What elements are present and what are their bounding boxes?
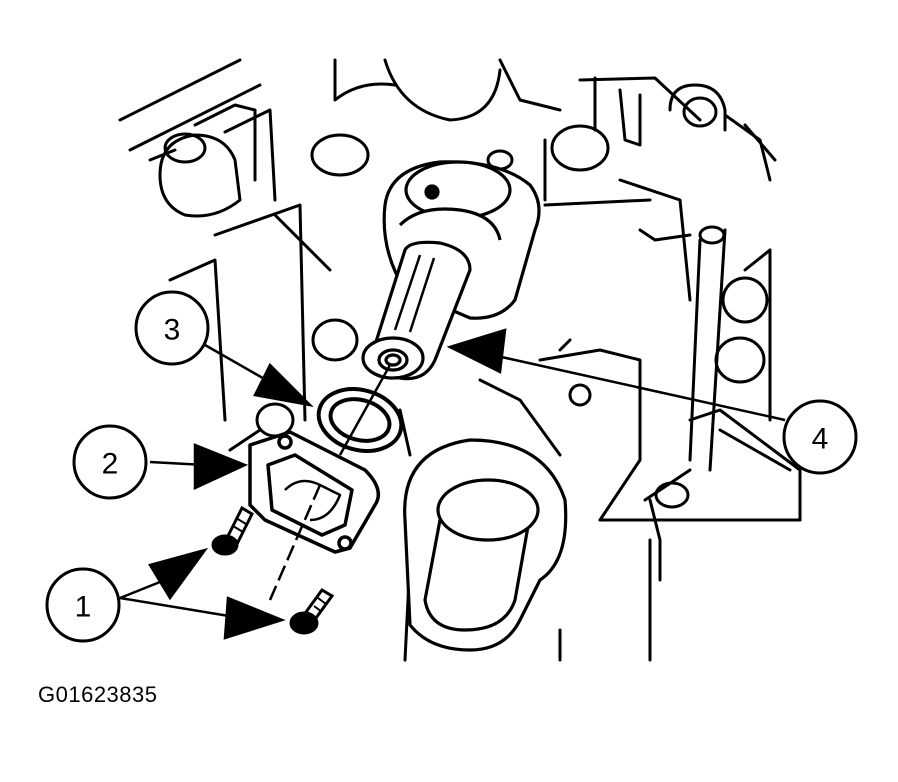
cover-plate bbox=[248, 430, 381, 554]
bolt-lower bbox=[289, 588, 335, 635]
callout-3-label: 3 bbox=[164, 314, 181, 347]
figure-id: G01623835 bbox=[38, 682, 158, 707]
callout-leaders bbox=[119, 328, 786, 640]
lower-pulley-boss bbox=[403, 438, 568, 652]
callout-3: 3 bbox=[134, 290, 210, 366]
crankshaft-snout bbox=[361, 160, 541, 381]
bolt-upper bbox=[211, 505, 254, 556]
engine-block-outline bbox=[118, 58, 802, 662]
callout-4: 4 bbox=[782, 399, 858, 475]
callout-2: 2 bbox=[72, 424, 148, 500]
callout-1-label: 1 bbox=[75, 591, 92, 624]
callout-1: 1 bbox=[45, 567, 121, 643]
callout-4-label: 4 bbox=[812, 423, 829, 456]
callout-2-label: 2 bbox=[102, 448, 119, 481]
assembly-axis-line bbox=[268, 364, 392, 601]
